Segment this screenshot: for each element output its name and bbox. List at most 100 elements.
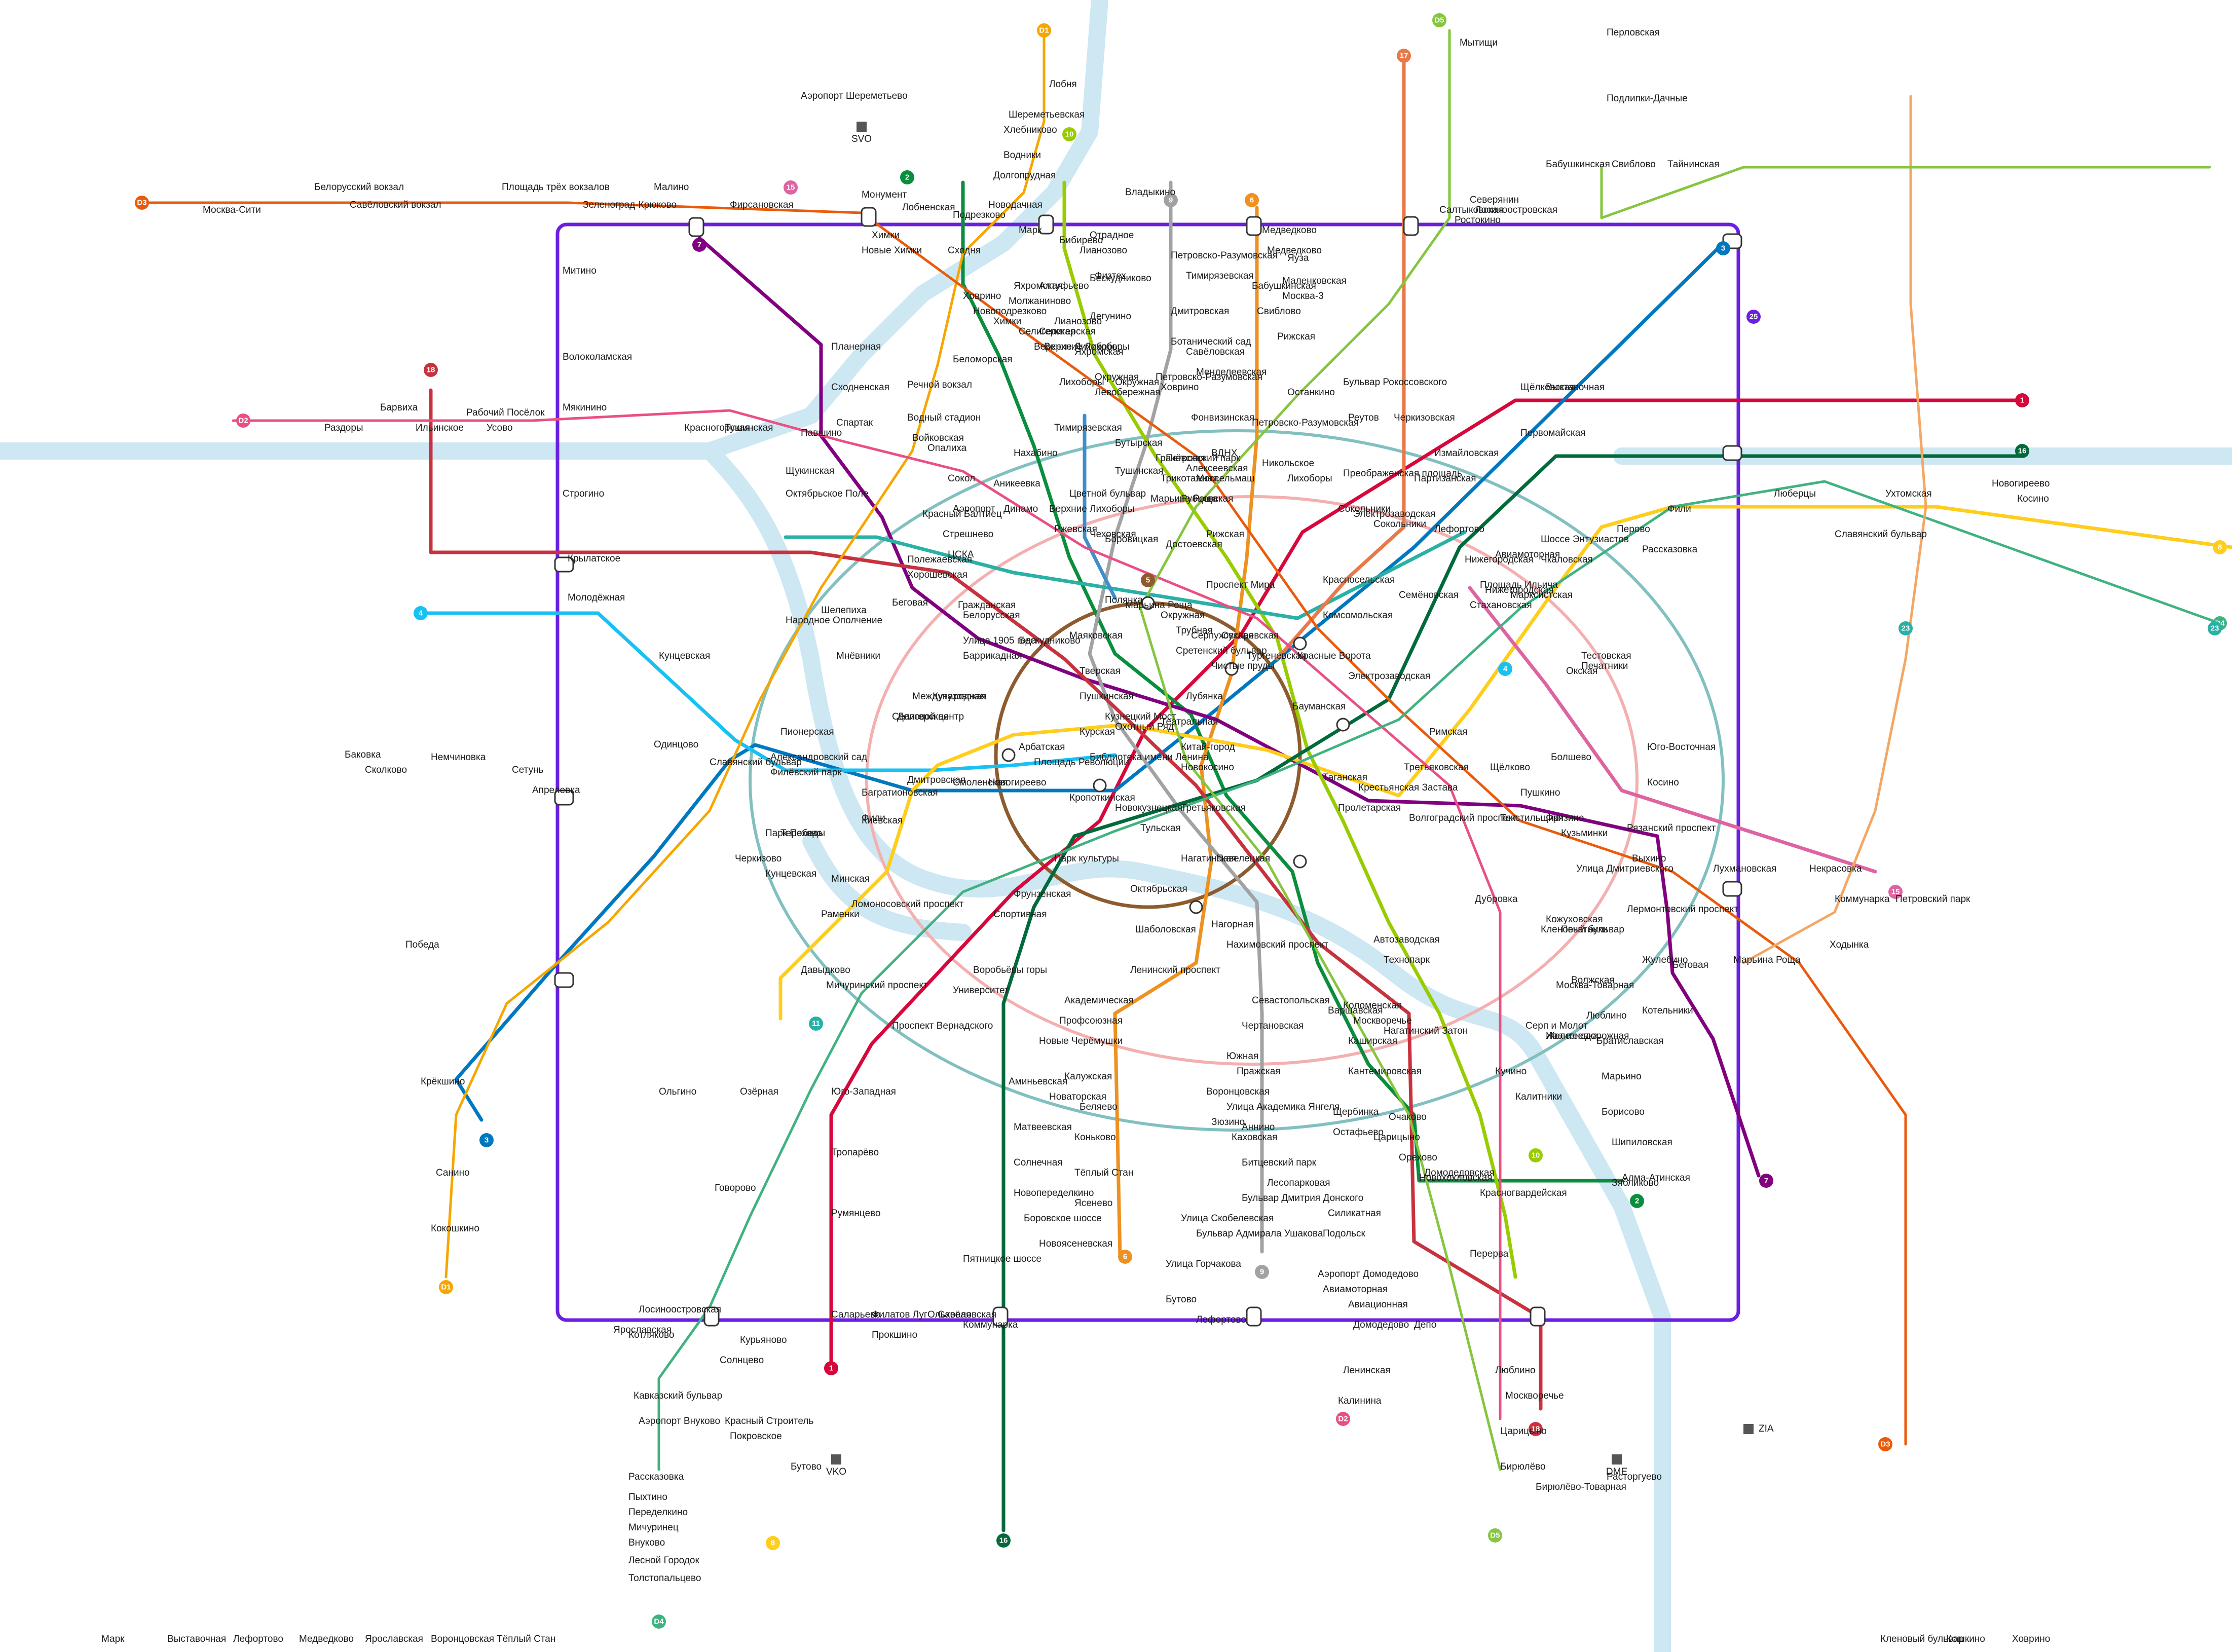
station-label: Печатники: [1561, 924, 1608, 935]
station-label: Трикотажная: [1161, 473, 1218, 484]
badge: 10: [1062, 127, 1076, 141]
svg-text:1: 1: [829, 1364, 833, 1373]
station-label: Баковка: [345, 749, 381, 760]
station-label: Реутов: [1348, 412, 1379, 423]
station-label: Люберцы: [1774, 489, 1816, 499]
station-label: Фрунзенская: [1014, 889, 1071, 899]
svg-text:5: 5: [1146, 576, 1150, 585]
station-label: Волоколамская: [563, 352, 632, 362]
station-label: Грачёвская: [1156, 453, 1206, 464]
station-label: Никольское: [1262, 458, 1314, 469]
station-label: Дегунино: [1090, 311, 1131, 322]
station-label: Новоясеневская: [1039, 1238, 1112, 1249]
station-label: Остафьево: [1333, 1127, 1384, 1138]
station-label: Савёловский вокзал: [350, 200, 441, 210]
station-label: Молодёжная: [568, 592, 625, 603]
station-label: Кунцевская: [765, 869, 816, 879]
station-label: Болшево: [1551, 752, 1591, 763]
station-label: Воробьёвы горы: [973, 965, 1047, 975]
station-label: Бутово: [791, 1461, 822, 1472]
station-label: Покровское: [730, 1431, 782, 1442]
badge: 4: [1498, 662, 1512, 676]
station-label: Москворечье: [1353, 1016, 1412, 1026]
station-label: Терехово: [780, 828, 822, 839]
station-label: Алма-Атинская: [1622, 1173, 1690, 1183]
station-label: Театральная: [1161, 717, 1218, 727]
svg-text:17: 17: [1400, 52, 1408, 60]
station-label: Чкаловская: [1541, 554, 1593, 565]
station-label: Ломоносовский проспект: [851, 899, 964, 910]
station-label: Кутузовская: [933, 691, 987, 702]
station-label: Воронцовская: [1206, 1086, 1270, 1097]
station-label: Сокольники: [1338, 504, 1391, 514]
station-label: Тестовская: [1581, 651, 1631, 661]
station-label: Бульвар Рокоссовского: [1343, 377, 1447, 388]
station-label: Алексеевская: [1186, 463, 1248, 474]
station-label: Борисово: [1602, 1107, 1645, 1117]
badge: D4: [652, 1615, 666, 1629]
station-label: Раменки: [821, 909, 860, 920]
svg-text:1: 1: [2020, 396, 2024, 405]
svg-text:D1: D1: [441, 1283, 451, 1292]
station-label: Полянка: [1105, 595, 1143, 606]
station-label: Белорусский вокзал: [314, 182, 404, 193]
station-label: Серп и Молот: [1526, 1021, 1588, 1031]
station-label: Щукинская: [786, 466, 834, 476]
station-label: Крестьянская Застава: [1358, 782, 1458, 793]
station-label: Красносельская: [1323, 575, 1395, 585]
station-label: Авиамоторная: [1323, 1284, 1388, 1295]
station-label: Физтех: [1095, 271, 1126, 281]
station-label: Дубровка: [1475, 894, 1518, 905]
badge: 9: [1164, 193, 1178, 207]
station-label: Аэропорт Внуково: [639, 1416, 720, 1426]
station-label: Шипиловская: [1612, 1137, 1672, 1148]
station-label: Отрадное: [1090, 230, 1134, 241]
svg-text:D2: D2: [1338, 1415, 1348, 1423]
station-label: Химки: [993, 316, 1021, 327]
station-label: Митино: [563, 266, 597, 276]
station-label: Серпуховская: [1191, 630, 1253, 641]
badge: 10: [1529, 1148, 1543, 1162]
station-label: Лубянка: [1186, 691, 1223, 702]
station-label: Моссельмаш: [1196, 473, 1254, 484]
station-label: Бирюлёво-Товарная: [1536, 1482, 1626, 1492]
station-label: Северянин: [1470, 195, 1519, 205]
svg-text:10: 10: [1065, 130, 1074, 139]
station-label: Чертановская: [1242, 1021, 1304, 1031]
station-label: Марксистская: [1510, 590, 1573, 600]
station-label: Марк: [101, 1634, 125, 1644]
station-label: Улица Дмитриевского: [1576, 863, 1673, 874]
station-label: Тургеневская: [1247, 651, 1307, 661]
station-label: Измайловская: [1434, 448, 1499, 459]
station-label: Мытищи: [1460, 37, 1498, 48]
station-label: Нижегородская: [1465, 554, 1534, 565]
station-label: Тушинская: [725, 423, 773, 433]
station-label: Котляково: [628, 1330, 674, 1340]
station-label: Владыкино: [1125, 187, 1175, 198]
station-label: Лобня: [1049, 79, 1077, 90]
station-label: Селигерская: [892, 711, 949, 722]
station-label: Беговая: [892, 597, 928, 608]
station-label: Депо: [1414, 1320, 1436, 1330]
station-label: Петровско-Разумовская: [1156, 372, 1262, 383]
station-label: Останкино: [1287, 387, 1335, 398]
station-label: Бабушкинская: [1252, 281, 1316, 291]
station-label: Цветной бульвар: [1069, 489, 1146, 499]
station-label: Бибирево: [1059, 235, 1103, 246]
station-label: Лихоборы: [1059, 377, 1104, 388]
station-label: Выхино: [1632, 853, 1666, 864]
badge: 8: [2213, 540, 2227, 554]
station-label: Опалиха: [927, 443, 967, 454]
station-label: Немчиновка: [431, 752, 486, 763]
station-label: Севастопольская: [1252, 995, 1330, 1006]
station-label: Ольгино: [659, 1086, 696, 1097]
station-label: Люблино: [1495, 1365, 1536, 1376]
badge: 1: [824, 1361, 838, 1375]
station-label: Парк Победы: [765, 828, 825, 839]
station-label: Марьино: [1602, 1071, 1642, 1082]
station-label: Ярославская: [365, 1634, 423, 1644]
station-label: Зябликово: [1612, 1178, 1659, 1188]
station-label: Коньково: [1074, 1132, 1116, 1143]
station-label: Беляево: [1080, 1102, 1118, 1112]
station-label: Технопарк: [1384, 955, 1430, 965]
